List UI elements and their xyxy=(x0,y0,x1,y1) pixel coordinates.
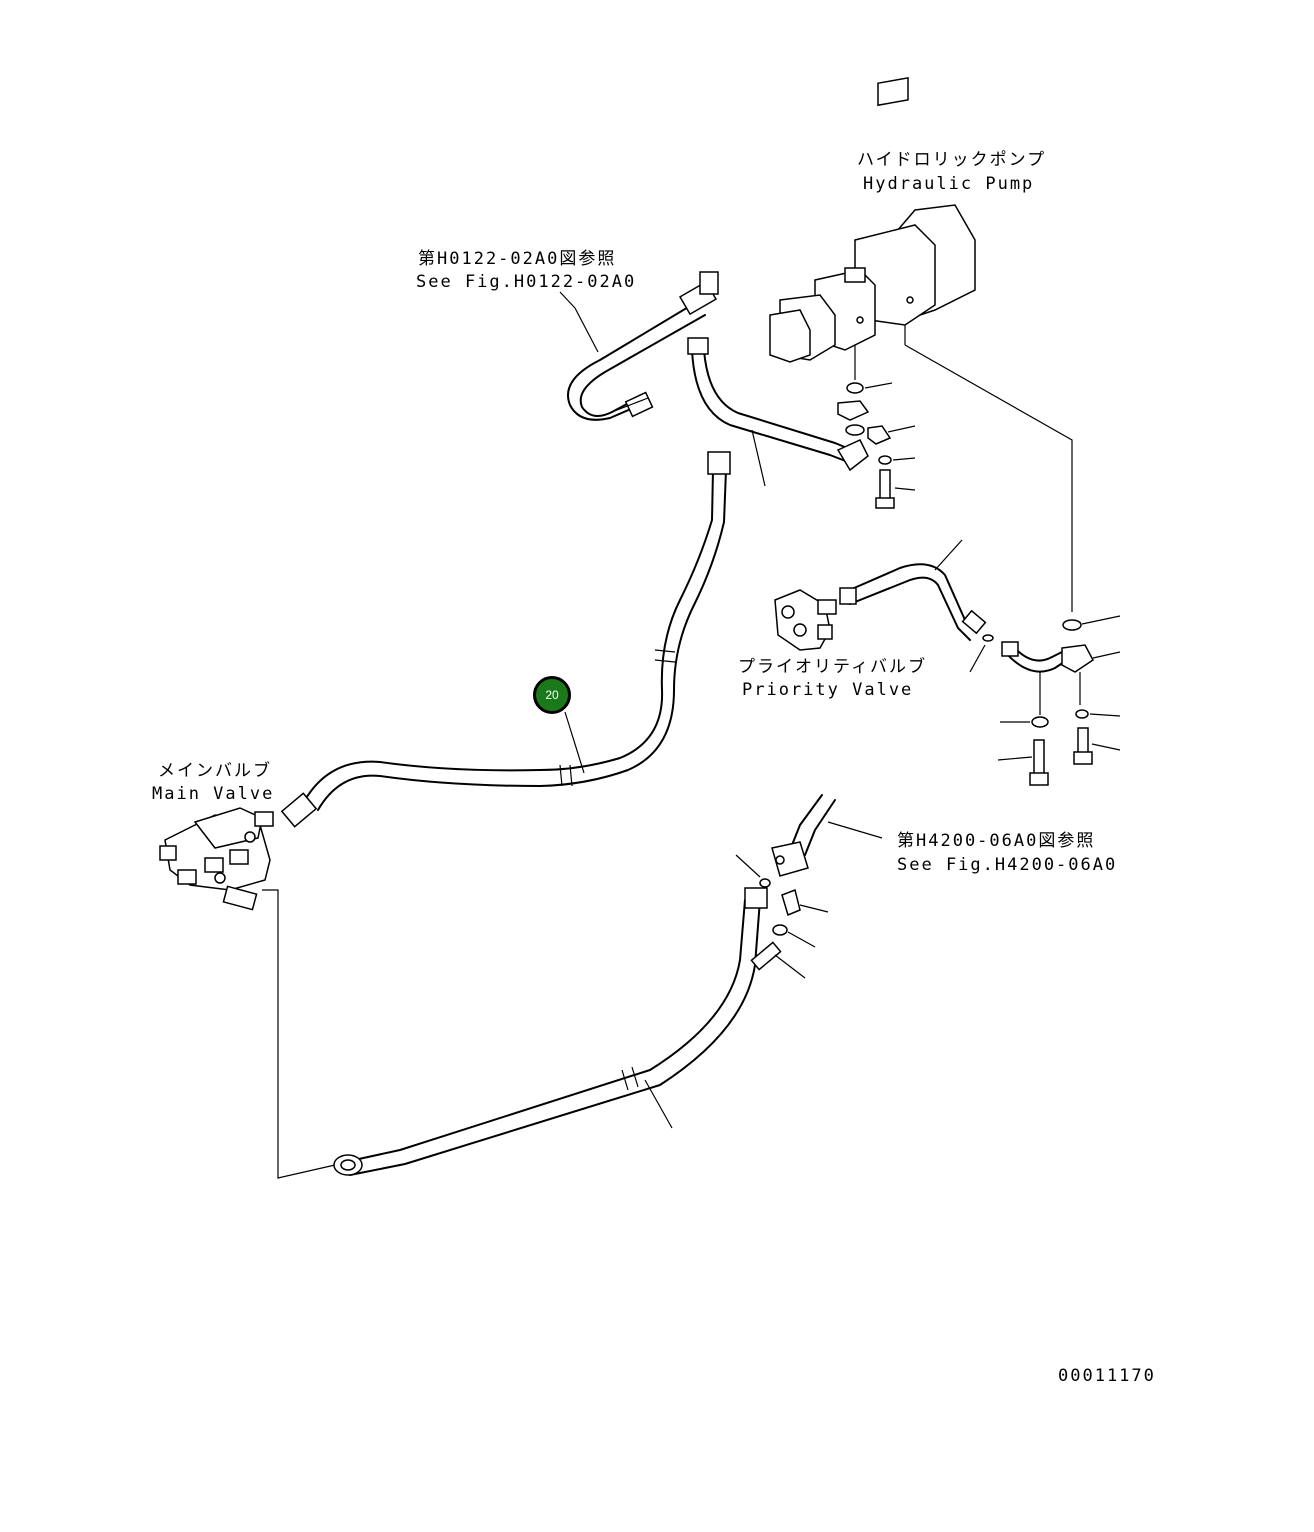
priority-valve-label-jp: プライオリティバルブ xyxy=(738,657,927,677)
main-valve-label-en: Main Valve xyxy=(152,784,275,804)
reference-h0122-label-jp: 第H0122-02A0図参照 xyxy=(418,249,617,269)
priority-valve xyxy=(774,589,837,651)
priority-valve-hose xyxy=(839,539,994,673)
lower-fittings xyxy=(735,794,883,979)
right-fittings xyxy=(997,615,1121,786)
reference-h4200-label-jp: 第H4200-06A0図参照 xyxy=(897,831,1096,851)
leader-line xyxy=(904,344,1073,612)
hydraulic-pump-label-en: Hydraulic Pump xyxy=(863,174,1035,194)
hydraulic-pump-label-jp: ハイドロリックポンプ xyxy=(857,150,1047,170)
main-valve xyxy=(159,807,274,911)
drawing-number: 00011170 xyxy=(1058,1366,1156,1386)
upper-hose-loop xyxy=(559,271,719,421)
callout-item-20[interactable]: 20 xyxy=(533,676,571,714)
reference-h0122-label-en: See Fig.H0122-02A0 xyxy=(416,272,637,292)
lower-hose xyxy=(333,887,768,1176)
priority-valve-label-en: Priority Valve xyxy=(742,680,914,700)
pump-fittings xyxy=(837,382,916,509)
pump-feed-hose xyxy=(687,337,869,487)
reference-h4200-label-en: See Fig.H4200-06A0 xyxy=(897,855,1118,875)
leader-line xyxy=(611,397,649,413)
hose-item-20 xyxy=(280,451,731,828)
hydraulic-pump xyxy=(769,77,976,380)
main-valve-label-jp: メインバルブ xyxy=(158,761,272,781)
callout-number: 20 xyxy=(545,688,559,702)
leader-line xyxy=(262,889,336,1179)
